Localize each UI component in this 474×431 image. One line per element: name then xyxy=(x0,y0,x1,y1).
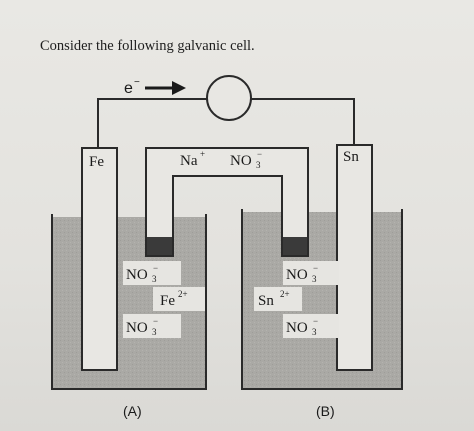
fe-electrode xyxy=(81,147,118,371)
external-wire xyxy=(97,98,207,148)
salt-bridge xyxy=(145,147,309,257)
svg-text:−: − xyxy=(257,149,262,159)
ion-box-b-top xyxy=(283,261,339,285)
fe-electrode-label: Fe xyxy=(89,154,104,170)
beaker-b xyxy=(241,209,403,390)
salt-bridge-plug-right xyxy=(283,237,307,255)
ion-box-a-top xyxy=(123,261,181,285)
ion-b-anion-top: NO xyxy=(286,267,308,283)
svg-text:3: 3 xyxy=(312,327,317,337)
voltmeter xyxy=(206,75,252,121)
ion-box-b-middle xyxy=(254,287,302,311)
svg-text:3: 3 xyxy=(256,160,261,170)
electron-label: e xyxy=(124,80,133,97)
svg-text:2+: 2+ xyxy=(178,289,188,299)
electron-arrow-head xyxy=(172,81,186,95)
external-wire-right xyxy=(251,98,355,148)
ion-b-anion-bottom: NO xyxy=(286,320,308,336)
ion-a-cation: Fe xyxy=(160,293,175,309)
ion-box-b-bottom xyxy=(283,314,339,338)
ion-a-anion-bottom: NO xyxy=(126,320,148,336)
svg-text:2+: 2+ xyxy=(280,289,290,299)
beaker-b-label: (B) xyxy=(316,403,335,419)
svg-text:−: − xyxy=(313,263,318,273)
ion-b-cation: Sn xyxy=(258,293,274,309)
svg-text:3: 3 xyxy=(152,274,157,284)
sn-electrode xyxy=(336,144,373,371)
beaker-a-label: (A) xyxy=(123,403,142,419)
salt-bridge-cation: Na xyxy=(180,153,198,169)
svg-text:−: − xyxy=(134,77,140,88)
ion-box-a-bottom xyxy=(123,314,181,338)
salt-bridge-plug-left xyxy=(147,237,172,255)
svg-text:3: 3 xyxy=(312,274,317,284)
question-text: Consider the following galvanic cell. xyxy=(40,38,255,54)
salt-bridge-anion: NO xyxy=(230,153,252,169)
svg-text:3: 3 xyxy=(152,327,157,337)
ion-a-anion-top: NO xyxy=(126,267,148,283)
svg-text:−: − xyxy=(153,316,158,326)
svg-text:+: + xyxy=(200,149,205,159)
sn-electrode-label: Sn xyxy=(343,149,359,165)
ion-box-a-middle xyxy=(153,287,205,311)
svg-text:−: − xyxy=(153,263,158,273)
svg-text:−: − xyxy=(313,316,318,326)
beaker-a xyxy=(51,214,207,390)
